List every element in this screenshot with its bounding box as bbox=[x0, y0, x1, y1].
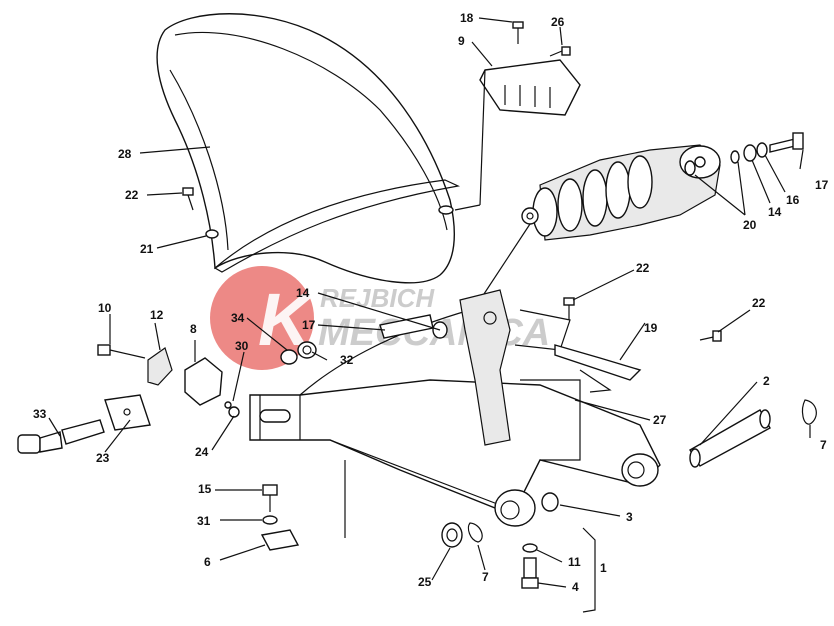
callout-3: 3 bbox=[626, 510, 633, 524]
callout-16: 16 bbox=[786, 193, 800, 207]
callout-26: 26 bbox=[551, 15, 565, 29]
callout-23: 23 bbox=[96, 451, 110, 465]
callout-1: 1 bbox=[600, 561, 607, 575]
bolt-4 bbox=[521, 543, 539, 589]
pivot-shaft bbox=[689, 399, 817, 468]
callout-19: 19 bbox=[644, 321, 658, 335]
callout-10: 10 bbox=[98, 301, 112, 315]
callout-27: 27 bbox=[653, 413, 667, 427]
callout-14-left: 14 bbox=[296, 286, 310, 300]
chain-guard-bracket bbox=[454, 59, 581, 211]
callout-20: 20 bbox=[743, 218, 757, 232]
callout-4: 4 bbox=[572, 580, 579, 594]
watermark-circle bbox=[210, 266, 314, 370]
watermark-line1: REJBICH bbox=[320, 283, 435, 313]
chain-adjuster-parts bbox=[17, 344, 240, 454]
callout-9: 9 bbox=[458, 34, 465, 48]
callout-6: 6 bbox=[204, 555, 211, 569]
callout-15: 15 bbox=[198, 482, 212, 496]
shock-hardware-right bbox=[684, 132, 804, 176]
callout-24: 24 bbox=[195, 445, 209, 459]
callout-31: 31 bbox=[197, 514, 211, 528]
pivot-bushes-bottom bbox=[441, 492, 559, 548]
callout-34: 34 bbox=[231, 311, 245, 325]
callout-7-bottom: 7 bbox=[482, 570, 489, 584]
screw-26 bbox=[549, 46, 571, 57]
callout-32: 32 bbox=[340, 353, 354, 367]
bracket-19 bbox=[554, 297, 722, 393]
callout-14-right: 14 bbox=[768, 205, 782, 219]
callout-25: 25 bbox=[418, 575, 432, 589]
leader-lines bbox=[48, 17, 811, 613]
shock-absorber bbox=[479, 144, 721, 301]
rear-mudguard bbox=[156, 13, 460, 284]
callout-11: 11 bbox=[568, 555, 581, 569]
callout-8: 8 bbox=[190, 322, 197, 336]
callout-17-right: 17 bbox=[815, 178, 829, 192]
swingarm bbox=[249, 289, 661, 527]
callout-12: 12 bbox=[150, 308, 164, 322]
callout-30: 30 bbox=[235, 339, 249, 353]
callout-33: 33 bbox=[33, 407, 47, 421]
callout-18: 18 bbox=[460, 11, 474, 25]
callout-22-left: 22 bbox=[125, 188, 139, 202]
clamp-parts bbox=[260, 484, 300, 551]
callout-17-left: 17 bbox=[302, 318, 316, 332]
callout-21: 21 bbox=[140, 242, 154, 256]
callout-labels: 18 26 9 28 22 21 17 16 14 20 22 22 19 14… bbox=[33, 11, 829, 594]
mudguard-fasteners bbox=[182, 187, 448, 365]
callout-28: 28 bbox=[118, 147, 132, 161]
callout-22-right: 22 bbox=[752, 296, 766, 310]
callout-2: 2 bbox=[763, 374, 770, 388]
callout-22-top: 22 bbox=[636, 261, 650, 275]
callout-7-right: 7 bbox=[820, 438, 827, 452]
screw-18 bbox=[512, 21, 524, 44]
